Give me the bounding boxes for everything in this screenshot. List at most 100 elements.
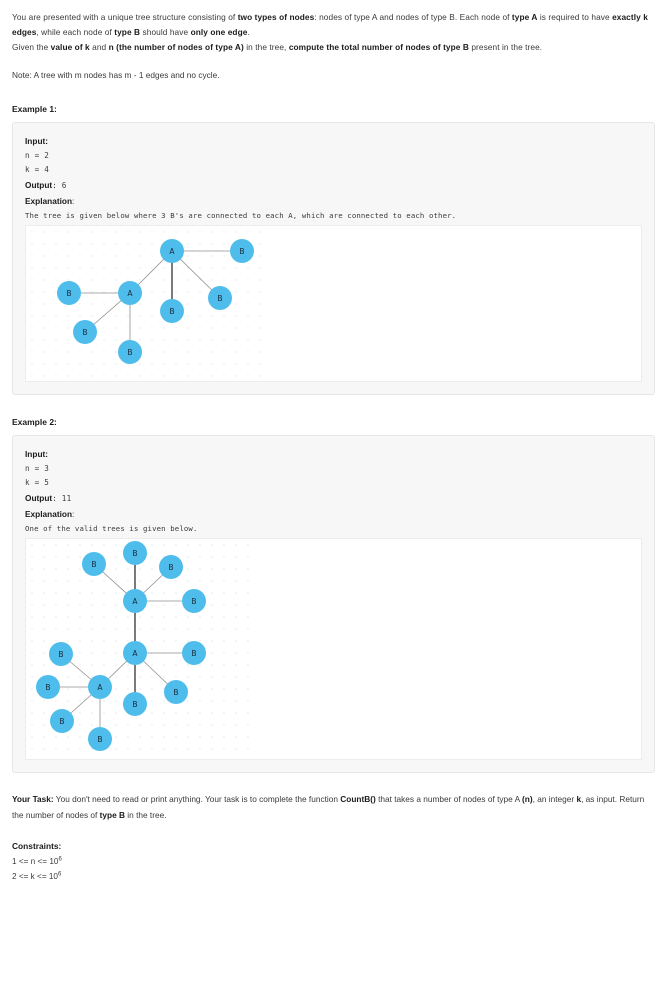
grid-dot bbox=[151, 231, 153, 233]
grid-dot bbox=[91, 243, 93, 245]
grid-dot bbox=[211, 267, 213, 269]
grid-dot bbox=[43, 255, 45, 257]
grid-dot bbox=[163, 603, 165, 606]
grid-dot bbox=[211, 255, 213, 257]
grid-dot bbox=[163, 543, 165, 546]
statement-paragraph-1: You are presented with a unique tree str… bbox=[12, 10, 656, 39]
grid-dot bbox=[115, 567, 117, 570]
grid-dot bbox=[199, 363, 201, 365]
grid-dot bbox=[43, 627, 45, 630]
grid-dot bbox=[91, 639, 93, 642]
grid-dot bbox=[55, 243, 57, 245]
grid-dot bbox=[259, 303, 261, 305]
grid-dot bbox=[115, 315, 117, 317]
grid-dot bbox=[259, 291, 261, 293]
grid-dot bbox=[127, 615, 129, 618]
grid-dot bbox=[55, 231, 57, 233]
stmt-p2-text-g: present in the tree. bbox=[468, 42, 543, 53]
grid-dot bbox=[67, 603, 69, 606]
grid-dot bbox=[91, 279, 93, 281]
grid-dot bbox=[43, 339, 45, 341]
grid-dot bbox=[175, 327, 177, 329]
grid-dot bbox=[223, 351, 225, 353]
grid-dot bbox=[79, 675, 81, 678]
grid-dot bbox=[115, 327, 117, 329]
grid-dot bbox=[67, 735, 69, 738]
grid-dot bbox=[223, 555, 225, 558]
tree-node-b bbox=[230, 238, 254, 263]
grid-dot bbox=[139, 255, 141, 257]
stmt-p1-text-g: , while each node of bbox=[36, 26, 115, 37]
tree-node-b bbox=[50, 708, 74, 733]
your-task-label: Your Task: bbox=[12, 793, 54, 804]
grid-dot bbox=[139, 267, 141, 269]
grid-dot bbox=[223, 375, 225, 377]
grid-dot bbox=[223, 339, 225, 341]
grid-dot bbox=[199, 267, 201, 269]
grid-dot bbox=[115, 255, 117, 257]
grid-dot bbox=[115, 603, 117, 606]
grid-dot bbox=[115, 591, 117, 594]
grid-dot bbox=[127, 567, 129, 570]
grid-dot bbox=[67, 351, 69, 353]
grid-dot bbox=[43, 579, 45, 582]
grid-dot bbox=[247, 651, 249, 654]
grid-dot bbox=[175, 675, 177, 678]
grid-dot bbox=[31, 231, 33, 233]
grid-dot bbox=[67, 555, 69, 558]
grid-dot bbox=[163, 339, 165, 341]
grid-dot bbox=[115, 663, 117, 666]
grid-dot bbox=[139, 723, 141, 726]
stmt-p2-bold-value-k: value of k bbox=[50, 42, 90, 53]
grid-dot bbox=[139, 375, 141, 377]
grid-dot bbox=[103, 639, 105, 642]
grid-dot bbox=[211, 375, 213, 377]
grid-dot bbox=[235, 291, 237, 293]
grid-dot bbox=[115, 675, 117, 678]
grid-dot bbox=[199, 279, 201, 281]
grid-dot bbox=[211, 567, 213, 570]
tree-node-b bbox=[123, 691, 147, 716]
grid-dot bbox=[103, 603, 105, 606]
grid-dot bbox=[55, 351, 57, 353]
grid-dot bbox=[151, 627, 153, 630]
grid-dot bbox=[55, 747, 57, 750]
tree-node-b bbox=[57, 280, 81, 305]
grid-dot bbox=[223, 231, 225, 233]
grid-dot bbox=[211, 627, 213, 630]
example-1-n-value: n = 2 bbox=[25, 150, 49, 160]
task-text-a: You don't need to read or print anything… bbox=[53, 793, 341, 804]
grid-dot bbox=[235, 351, 237, 353]
grid-dot bbox=[223, 651, 225, 654]
grid-dot bbox=[115, 747, 117, 750]
grid-dot bbox=[151, 291, 153, 293]
statement-paragraph-2: Given the value of k and n (the number o… bbox=[12, 40, 656, 55]
grid-dot bbox=[67, 747, 69, 750]
grid-dot bbox=[139, 303, 141, 305]
grid-dot bbox=[187, 555, 189, 558]
grid-dot bbox=[235, 735, 237, 738]
grid-dot bbox=[163, 591, 165, 594]
grid-dot bbox=[79, 567, 81, 570]
example-2-explanation-colon: : bbox=[72, 508, 75, 519]
tree-node-label: B bbox=[217, 294, 222, 303]
grid-dot bbox=[79, 279, 81, 281]
grid-dot bbox=[223, 711, 225, 714]
grid-dot bbox=[79, 603, 81, 606]
grid-dot bbox=[211, 555, 213, 558]
stmt-p1-text-i: should have bbox=[140, 26, 191, 37]
grid-dot bbox=[103, 615, 105, 618]
grid-dot bbox=[127, 687, 129, 690]
grid-dot bbox=[235, 603, 237, 606]
grid-dot bbox=[79, 663, 81, 666]
grid-dot bbox=[67, 627, 69, 630]
grid-dot bbox=[127, 675, 129, 678]
grid-dot bbox=[163, 663, 165, 666]
grid-dot bbox=[79, 699, 81, 702]
example-1-explanation-label-text: Explanation bbox=[25, 195, 73, 206]
example-2-n-value: n = 3 bbox=[25, 463, 49, 473]
grid-dot bbox=[91, 291, 93, 293]
grid-dot bbox=[223, 615, 225, 618]
grid-dot bbox=[235, 327, 237, 329]
